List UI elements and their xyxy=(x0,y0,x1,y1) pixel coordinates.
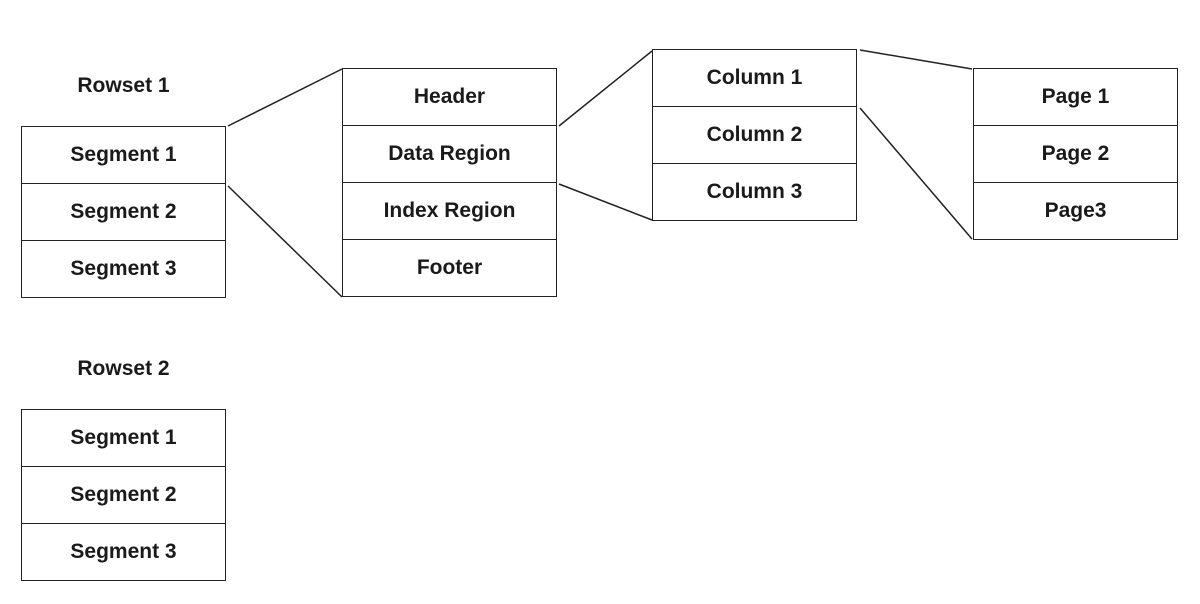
segment-structure: Header Data Region Index Region Footer xyxy=(342,68,557,297)
segment-footer: Footer xyxy=(343,239,556,296)
column-2: Column 2 xyxy=(653,106,856,163)
column-3: Column 3 xyxy=(653,163,856,220)
rowset-1-segments: Segment 1 Segment 2 Segment 3 xyxy=(21,126,226,298)
rowset-1-segment-3: Segment 3 xyxy=(22,240,225,297)
segment-data-region: Data Region xyxy=(343,125,556,182)
connector-data-region-to-column-bottom xyxy=(558,183,653,221)
rowset-2-segment-3: Segment 3 xyxy=(22,523,225,580)
page-2: Page 2 xyxy=(974,125,1177,182)
column-1: Column 1 xyxy=(706,66,803,89)
rowset-1-segment-2: Segment 2 xyxy=(22,183,225,240)
rowset-2-segment-2: Segment 2 xyxy=(22,466,225,523)
rowset-1-segment-1: Segment 1 xyxy=(70,143,177,166)
column-list: Column 1 Column 2 Column 3 xyxy=(652,49,857,221)
rowset-2-segments: Segment 1 Segment 2 Segment 3 xyxy=(21,409,226,581)
page-1: Page 1 xyxy=(1041,85,1110,108)
rowset-2-segment-1: Segment 1 xyxy=(70,426,177,449)
rowset-1-title: Rowset 1 xyxy=(77,74,170,97)
rowset-2-title: Rowset 2 xyxy=(77,357,170,380)
connector-segment-to-footer xyxy=(227,185,343,298)
page-3: Page3 xyxy=(974,182,1177,239)
connector-column-to-page-top xyxy=(859,49,973,70)
connector-segment-to-header xyxy=(227,68,343,127)
segment-index-region: Index Region xyxy=(343,182,556,239)
connector-column-to-page-bottom xyxy=(859,107,973,240)
connector-data-region-to-column-top xyxy=(558,50,653,127)
segment-header: Header xyxy=(413,85,486,108)
page-list: Page 1 Page 2 Page3 xyxy=(973,68,1178,240)
